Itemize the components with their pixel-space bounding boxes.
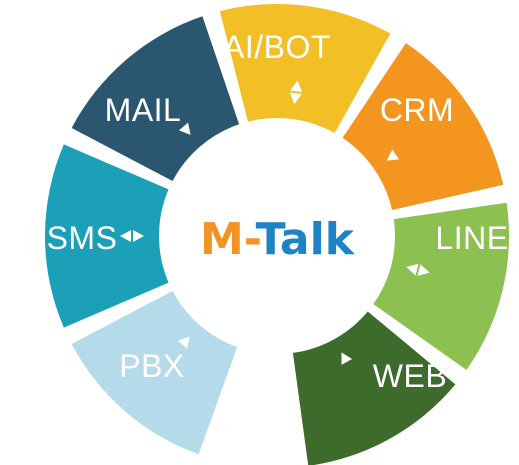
double-arrow-icon bbox=[120, 230, 144, 242]
arrow-icon bbox=[386, 149, 400, 161]
segment-label-pbx: PBX bbox=[119, 348, 185, 384]
center-title-talk: Talk bbox=[256, 214, 356, 265]
center-title-m: M- bbox=[200, 214, 260, 265]
center-title: M-Talk bbox=[200, 214, 356, 265]
segment-label-ai-bot: AI/BOT bbox=[223, 29, 331, 65]
segment-line bbox=[373, 202, 509, 370]
segment-web bbox=[292, 311, 456, 465]
segment-pbx bbox=[71, 290, 238, 455]
arrow-icon bbox=[177, 336, 190, 349]
segment-sms bbox=[45, 144, 169, 328]
segment-ai-bot bbox=[219, 3, 391, 134]
segment-label-mail: MAIL bbox=[105, 92, 182, 128]
double-arrow-icon bbox=[289, 80, 303, 105]
segment-label-sms: SMS bbox=[47, 220, 118, 256]
segment-mail bbox=[71, 16, 240, 182]
segment-crm bbox=[342, 43, 504, 210]
double-arrow-icon bbox=[406, 263, 430, 276]
segment-label-line: LINE bbox=[435, 220, 508, 256]
arrow-icon bbox=[341, 352, 353, 365]
arrow-icon bbox=[178, 122, 191, 135]
segment-label-web: WEB bbox=[373, 358, 447, 394]
segment-label-crm: CRM bbox=[380, 92, 454, 128]
